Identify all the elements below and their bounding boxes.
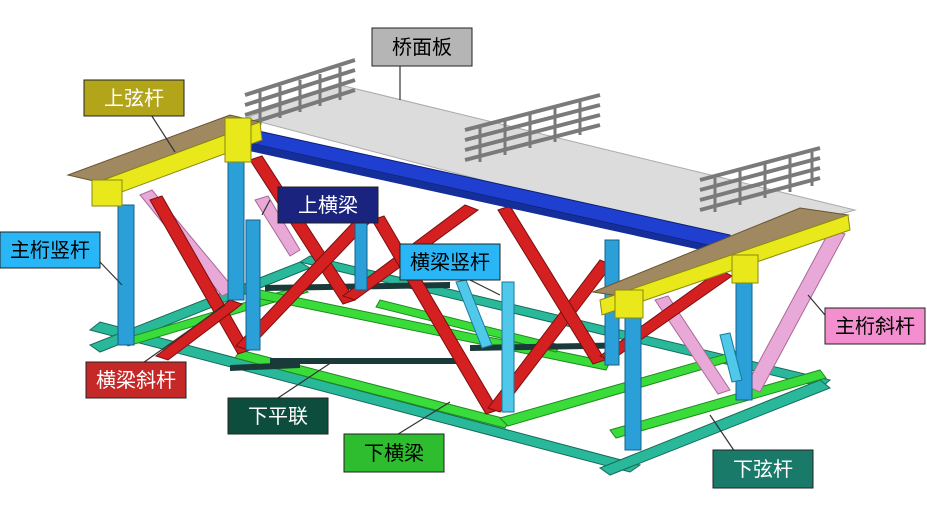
svg-text:横梁竖杆: 横梁竖杆 bbox=[410, 250, 490, 274]
main-vertical-4 bbox=[624, 304, 642, 451]
railing-middle bbox=[464, 93, 601, 162]
upper-chord-right bbox=[591, 207, 851, 319]
main-vertical-2 bbox=[227, 159, 245, 301]
svg-text:下弦杆: 下弦杆 bbox=[733, 457, 793, 481]
label-beam-diagonal: 横梁斜杆 bbox=[85, 361, 187, 399]
lower-bracing-4 bbox=[230, 362, 300, 371]
svg-text:桥面板: 桥面板 bbox=[392, 35, 452, 59]
main-diagonal-left-front bbox=[254, 195, 301, 257]
beam-diagonal-2 bbox=[154, 299, 244, 361]
lower-chord-front bbox=[88, 321, 642, 473]
lower-beam-2 bbox=[234, 349, 511, 429]
label-lower-chord: 下弦杆 bbox=[712, 449, 814, 489]
svg-text:下横梁: 下横梁 bbox=[364, 441, 424, 465]
svg-text:上弦杆: 上弦杆 bbox=[104, 86, 164, 110]
label-main-vertical: 主桁竖杆 bbox=[0, 231, 101, 269]
label-lower-beam: 下横梁 bbox=[343, 433, 445, 473]
svg-text:下平联: 下平联 bbox=[248, 404, 308, 428]
beam-vertical-1 bbox=[501, 281, 515, 413]
beam-vertical-members bbox=[455, 279, 743, 413]
main-diagonal-right-back bbox=[654, 295, 731, 395]
label-upper-chord: 上弦杆 bbox=[83, 79, 185, 117]
railing-left bbox=[244, 58, 356, 127]
upper-chord-left bbox=[66, 114, 263, 207]
svg-text:主桁斜杆: 主桁斜杆 bbox=[835, 314, 915, 338]
lower-bracing-2 bbox=[270, 358, 460, 364]
main-vertical-1 bbox=[117, 204, 135, 346]
main-vertical-3 bbox=[245, 219, 261, 351]
main-vertical-members bbox=[117, 159, 753, 451]
svg-text:主桁竖杆: 主桁竖杆 bbox=[10, 238, 90, 262]
svg-text:上横梁: 上横梁 bbox=[298, 193, 358, 217]
label-deck: 桥面板 bbox=[371, 27, 473, 67]
label-upper-beam: 上横梁 bbox=[277, 186, 379, 224]
lower-chord-right-end bbox=[598, 379, 831, 476]
beam-vertical-3 bbox=[719, 332, 743, 383]
label-main-diagonal: 主桁斜杆 bbox=[824, 307, 926, 345]
label-beam-vertical: 横梁竖杆 bbox=[399, 243, 501, 281]
label-lower-bracing: 下平联 bbox=[227, 397, 329, 435]
svg-text:横梁斜杆: 横梁斜杆 bbox=[96, 368, 176, 392]
beam-vertical-2 bbox=[455, 279, 493, 349]
railing-right bbox=[699, 146, 821, 212]
